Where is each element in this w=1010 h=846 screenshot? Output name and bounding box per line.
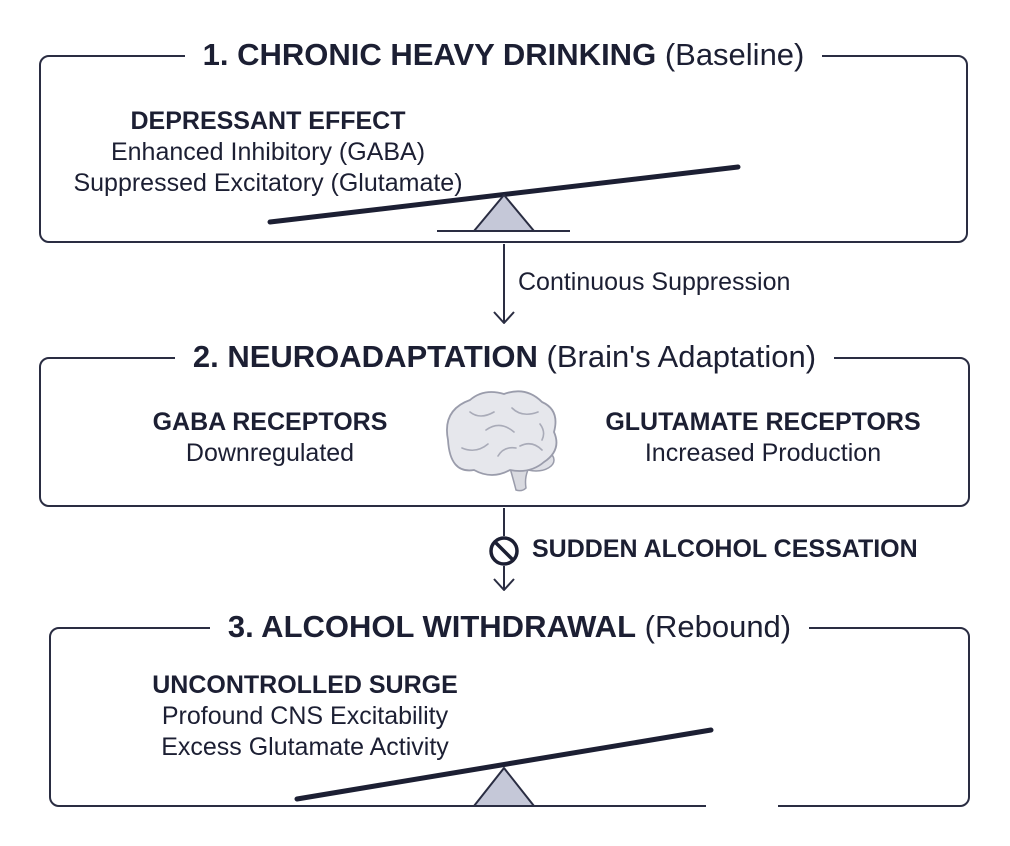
arrow-down-icon [493,244,515,324]
glutamate-receptors-text: GLUTAMATE RECEPTORS Increased Production [578,407,948,469]
panel-title: 2. NEUROADAPTATION (Brain's Adaptation) [41,337,968,377]
brain-icon [446,390,558,492]
continuous-suppression-label: Continuous Suppression [518,268,791,296]
seesaw-beam [294,727,714,802]
uncontrolled-surge-text: UNCONTROLLED SURGE Profound CNS Excitabi… [120,670,490,763]
depressant-effect-heading: DEPRESSANT EFFECT [130,107,406,135]
panel-title-main: 1. CHRONIC HEAVY DRINKING [202,37,657,72]
gaba-receptors-heading: GABA RECEPTORS [152,408,388,436]
depressant-effect-line-1: Enhanced Inhibitory (GABA) [110,138,426,166]
fulcrum-icon [473,194,535,232]
balance-scale-withdrawal [294,727,778,808]
uncontrolled-surge-line-2: Excess Glutamate Activity [161,733,449,761]
panel-title-sub: (Rebound) [644,609,792,644]
glutamate-receptors-heading: GLUTAMATE RECEPTORS [605,408,921,436]
depressant-effect-line-2: Suppressed Excitatory (Glutamate) [73,169,463,197]
glutamate-receptors-status: Increased Production [644,439,882,467]
uncontrolled-surge-heading: UNCONTROLLED SURGE [152,671,458,699]
panel-title-sub: (Brain's Adaptation) [546,339,817,374]
gaba-receptors-status: Downregulated [185,439,355,467]
panel-title-main: 2. NEUROADAPTATION [192,339,538,374]
uncontrolled-surge-line-1: Profound CNS Excitability [161,702,449,730]
prohibited-icon [489,536,519,566]
arrow-down-icon [493,508,515,591]
balance-scale-baseline [267,164,741,232]
panel-title-sub: (Baseline) [664,37,805,72]
fulcrum-icon [473,767,535,807]
panel-title: 3. ALCOHOL WITHDRAWAL (Rebound) [51,607,968,647]
panel-title: 1. CHRONIC HEAVY DRINKING (Baseline) [41,35,966,75]
gaba-receptors-text: GABA RECEPTORS Downregulated [120,407,420,469]
panel-title-main: 3. ALCOHOL WITHDRAWAL [227,609,637,644]
sudden-cessation-label: SUDDEN ALCOHOL CESSATION [532,535,918,563]
depressant-effect-text: DEPRESSANT EFFECT Enhanced Inhibitory (G… [50,106,486,199]
panel-withdrawal: 3. ALCOHOL WITHDRAWAL (Rebound) [49,609,970,807]
panel-baseline: 1. CHRONIC HEAVY DRINKING (Baseline) [39,37,968,243]
panel-neuroadaptation: 2. NEUROADAPTATION (Brain's Adaptation) [39,339,970,507]
